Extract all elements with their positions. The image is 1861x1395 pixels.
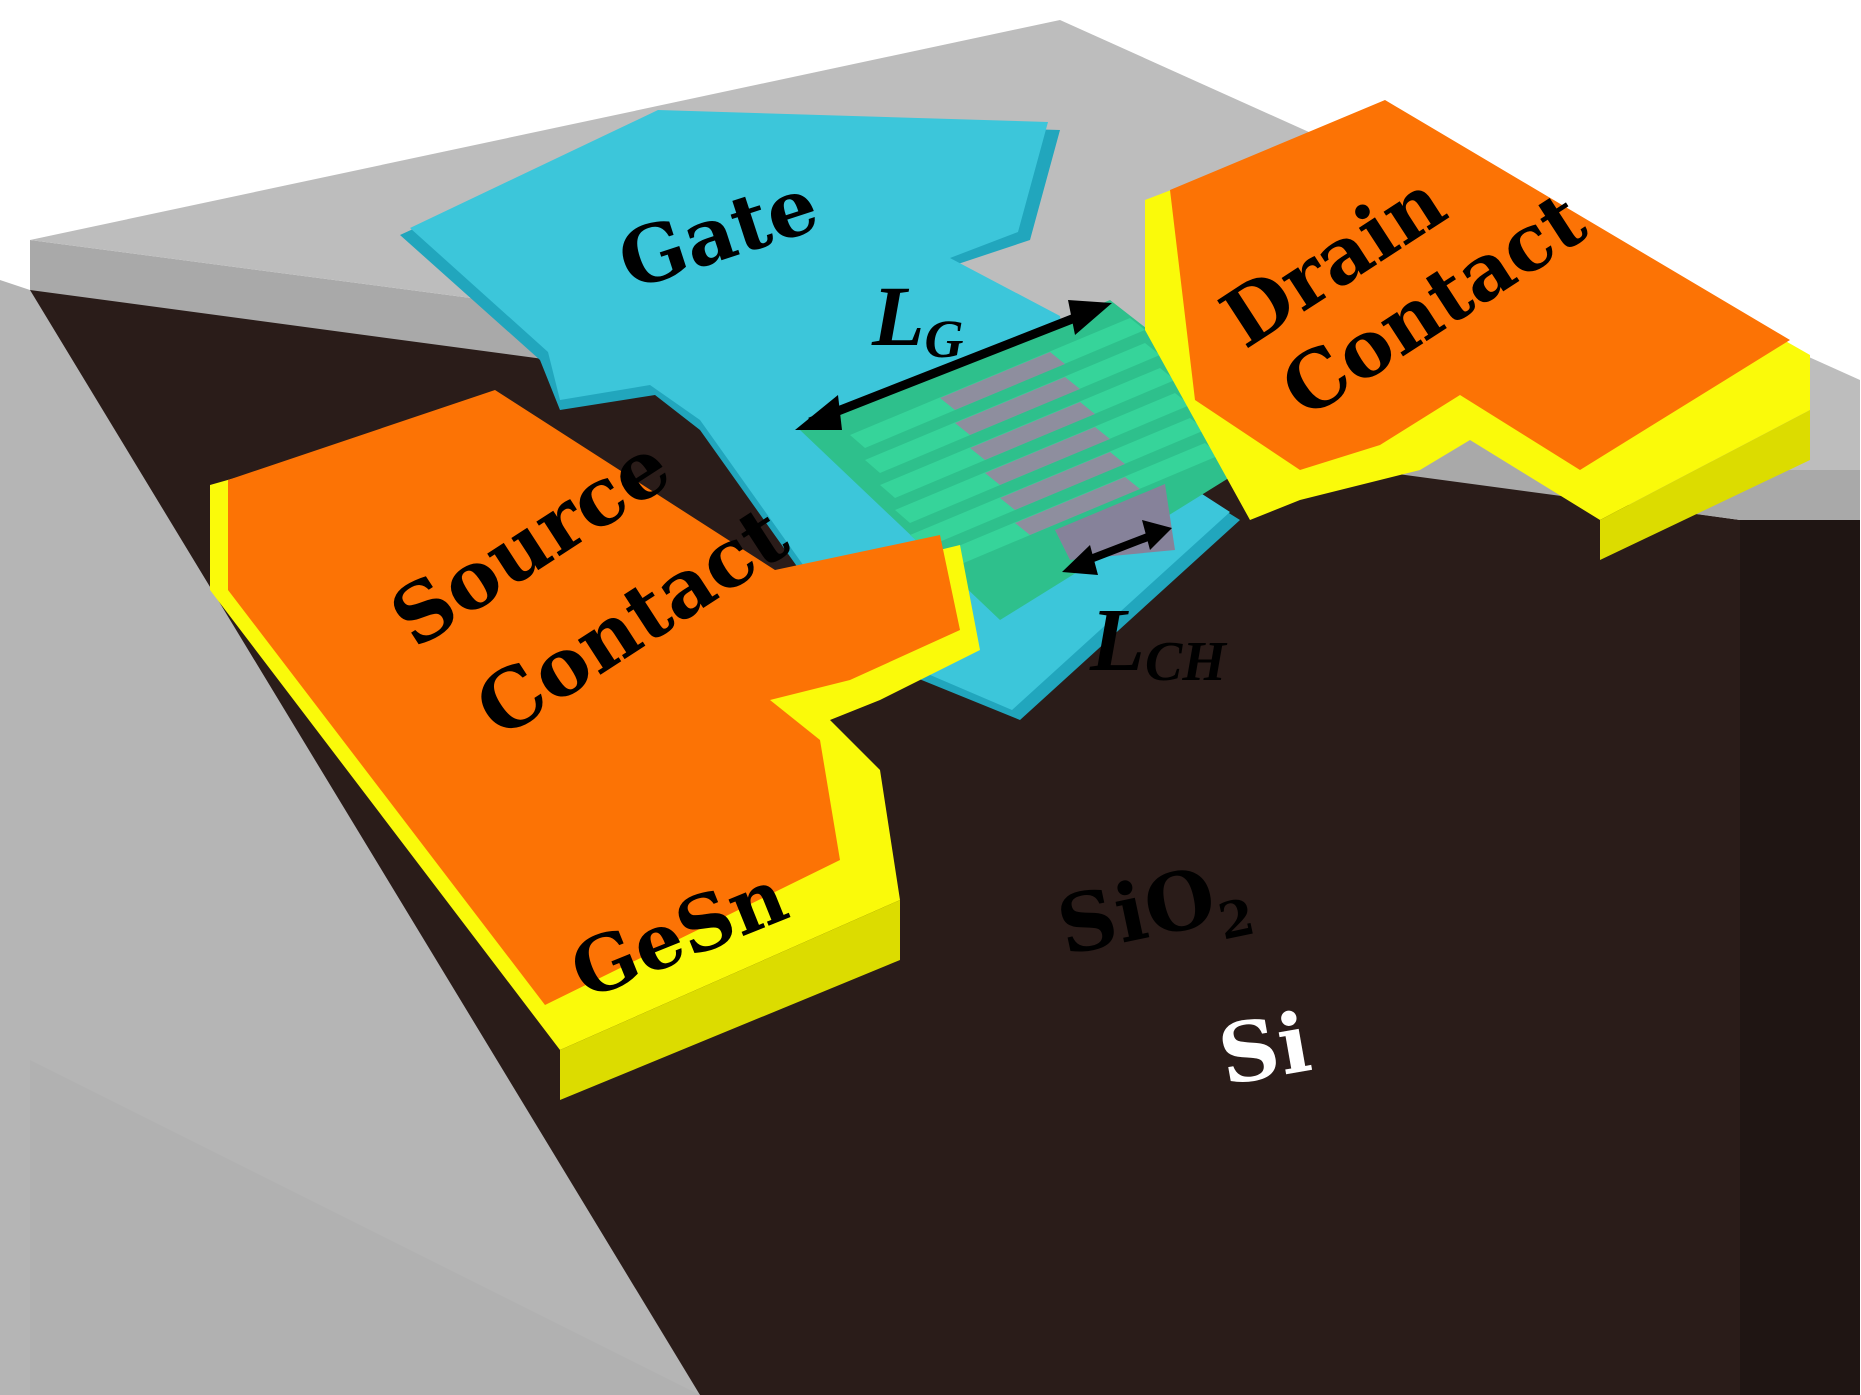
drain-gesn-side: [1600, 410, 1810, 560]
lch-dimension-arrow: [1062, 520, 1172, 575]
nanosheet-5: [910, 418, 1205, 548]
lch-label: LCH: [1089, 591, 1227, 693]
si-side-face: [1740, 470, 1860, 1395]
substrate-lower-band: [30, 1060, 700, 1395]
nanosheet-3: [880, 368, 1175, 498]
lg-label: LG: [871, 268, 964, 369]
nanosheet-2: [865, 343, 1160, 473]
lg-label-main: L: [871, 268, 925, 364]
nanosheet-6: [925, 443, 1220, 573]
lch-label-sub: CH: [1145, 631, 1227, 693]
source-contact-pad: [228, 390, 960, 1005]
lg-label-sub: G: [925, 309, 964, 369]
source-contact: [210, 390, 980, 1100]
nanosheet-4: [895, 393, 1190, 523]
si-label: Si: [1212, 994, 1318, 1104]
lch-label-main: L: [1089, 591, 1145, 690]
lg-dimension-arrow: [795, 300, 1112, 430]
nanosheet-1: [850, 318, 1145, 448]
drain-contact: [1145, 100, 1810, 560]
source-gesn-side: [560, 900, 900, 1100]
drain-contact-pad: [1170, 100, 1790, 470]
substrate-foreground: [0, 280, 700, 1395]
